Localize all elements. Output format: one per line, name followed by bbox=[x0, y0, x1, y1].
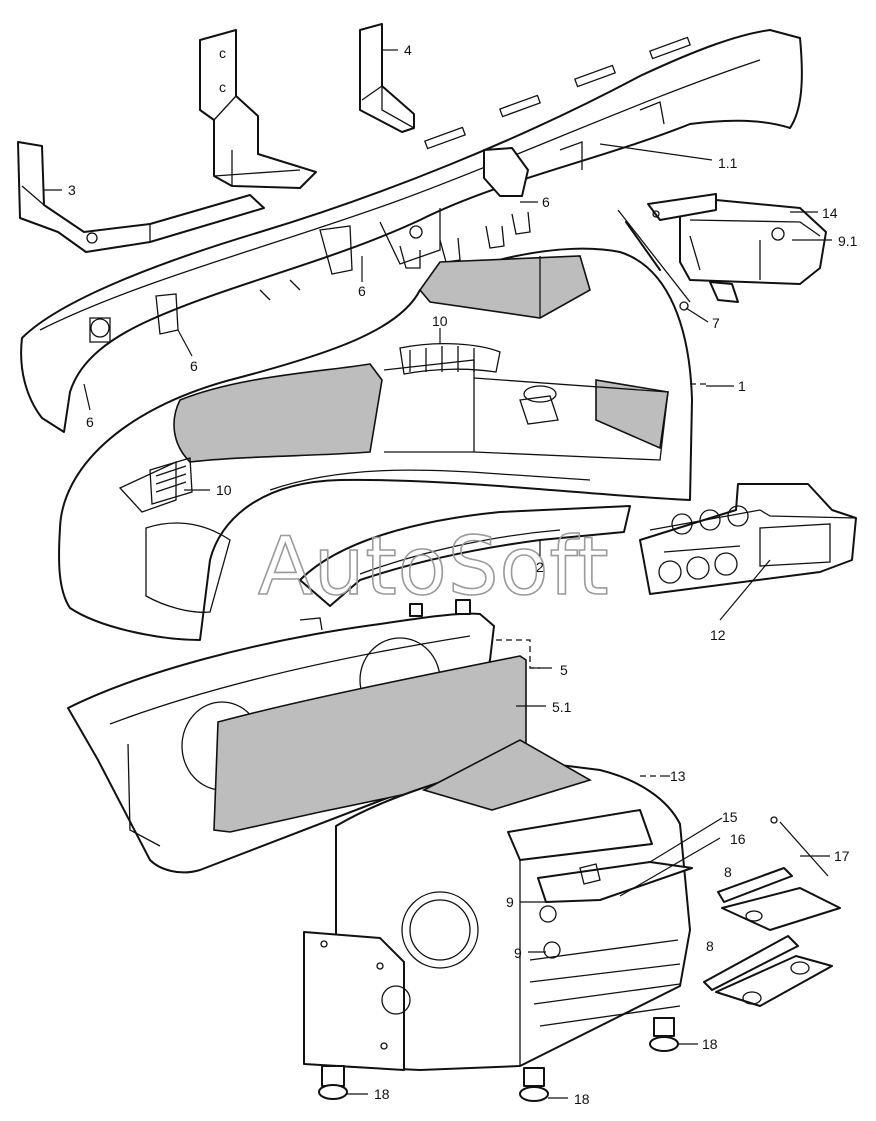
callout-3: 3 bbox=[68, 182, 76, 198]
callout-labels: 3 4 1.1 6 14 9.1 6 7 6 6 10 1 10 2 12 5 … bbox=[68, 42, 858, 1107]
callout-8-b: 8 bbox=[706, 938, 714, 954]
callout-1: 1 bbox=[738, 378, 746, 394]
callout-9-a: 9 bbox=[506, 894, 514, 910]
part-3-bracket bbox=[17, 141, 265, 253]
part-13-console-housing bbox=[303, 739, 693, 1071]
part-14-glovebox bbox=[617, 193, 827, 311]
callout-17: 17 bbox=[834, 848, 850, 864]
part-1-1-crossbeam bbox=[20, 29, 803, 433]
callout-6-d: 6 bbox=[86, 414, 94, 430]
callout-9-1: 9.1 bbox=[838, 233, 858, 249]
leader-lines bbox=[44, 49, 832, 1099]
callout-7: 7 bbox=[712, 315, 720, 331]
watermark-text: AutoSoft bbox=[258, 520, 610, 613]
part-2-lower-trim bbox=[299, 505, 631, 607]
callout-2: 2 bbox=[536, 559, 544, 575]
callout-15: 15 bbox=[722, 809, 738, 825]
callout-6-c: 6 bbox=[190, 358, 198, 374]
callout-18-a: 18 bbox=[374, 1086, 390, 1102]
callout-1-1: 1.1 bbox=[718, 155, 738, 171]
callout-4: 4 bbox=[404, 42, 412, 58]
callout-10-b: 10 bbox=[216, 482, 232, 498]
callout-16: 16 bbox=[730, 831, 746, 847]
svg-text:c: c bbox=[219, 79, 226, 95]
callout-14: 14 bbox=[822, 205, 838, 221]
part-12-vent-panel bbox=[639, 483, 857, 595]
callout-9-b: 9 bbox=[514, 945, 522, 961]
callout-8-a: 8 bbox=[724, 864, 732, 880]
callout-18-c: 18 bbox=[702, 1036, 718, 1052]
callout-13: 13 bbox=[670, 768, 686, 784]
callout-5-1: 5.1 bbox=[552, 699, 572, 715]
part-4-bracket-b bbox=[359, 23, 415, 133]
part-4-bracket-a: c c bbox=[199, 29, 317, 189]
callout-18-b: 18 bbox=[574, 1091, 590, 1107]
callout-5: 5 bbox=[560, 662, 568, 678]
callout-10-a: 10 bbox=[432, 313, 448, 329]
callout-6-a: 6 bbox=[542, 194, 550, 210]
svg-text:c: c bbox=[219, 45, 226, 61]
part-15-16-17-lid-assembly bbox=[703, 816, 841, 1007]
part-5-instrument-cluster bbox=[67, 599, 540, 874]
callout-12: 12 bbox=[710, 627, 726, 643]
callout-6-b: 6 bbox=[358, 283, 366, 299]
part-1-dashboard-shell bbox=[58, 247, 706, 641]
